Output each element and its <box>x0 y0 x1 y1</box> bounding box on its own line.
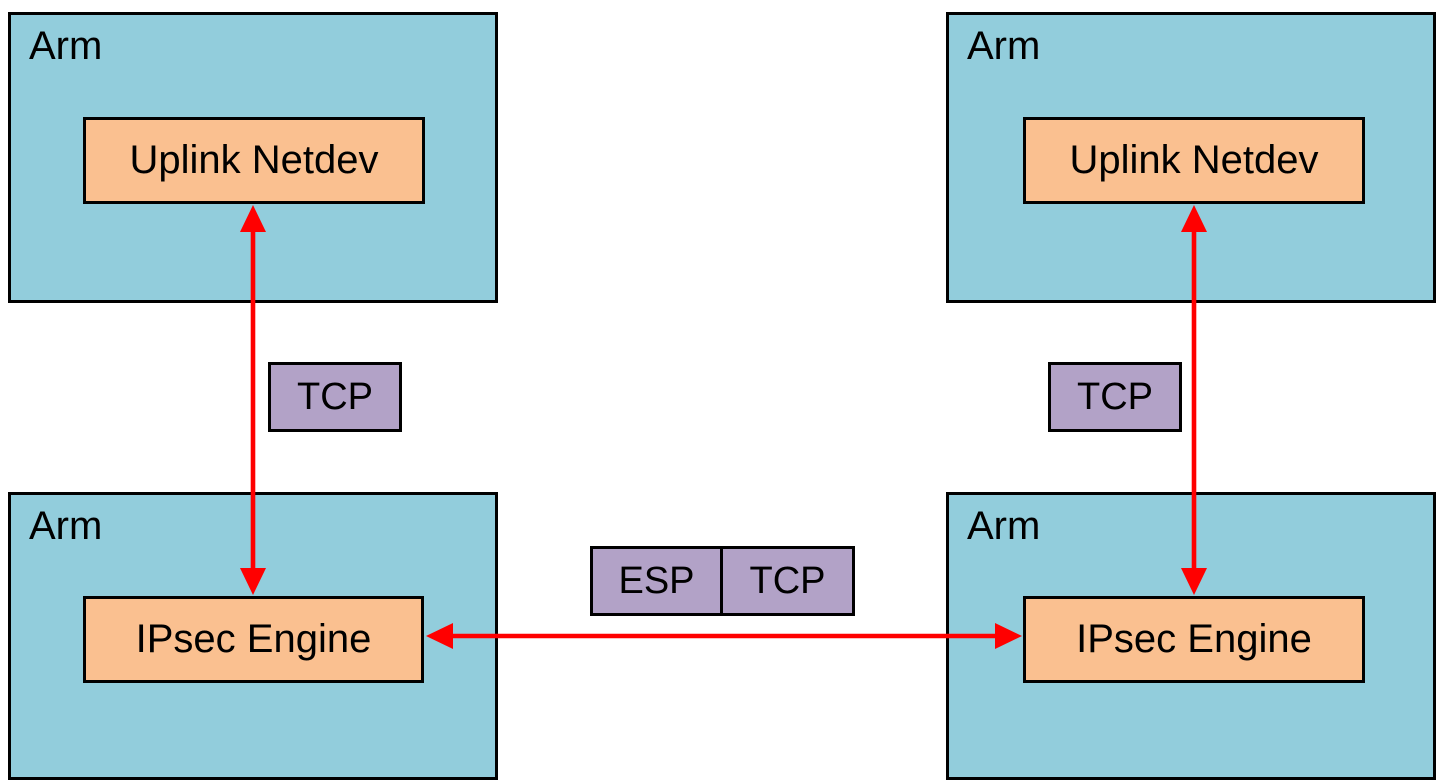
host-box-bottom-left: Arm IPsec Engine <box>8 492 498 780</box>
component-ipsec-engine-right: IPsec Engine <box>1023 596 1365 683</box>
host-box-bottom-right: Arm IPsec Engine <box>946 492 1436 780</box>
protocol-tag-tunnel: ESP TCP <box>590 546 855 616</box>
protocol-tag-tcp-tunnel: TCP <box>720 546 855 616</box>
component-ipsec-engine-left: IPsec Engine <box>83 596 424 683</box>
protocol-tag-tcp-right: TCP <box>1048 362 1182 432</box>
protocol-tag-esp: ESP <box>590 546 723 616</box>
component-uplink-netdev-left: Uplink Netdev <box>83 117 425 204</box>
host-box-top-right: Arm Uplink Netdev <box>946 12 1436 303</box>
host-label: Arm <box>967 504 1041 548</box>
protocol-tag-tcp-left: TCP <box>268 362 402 432</box>
host-box-top-left: Arm Uplink Netdev <box>8 12 498 303</box>
host-label: Arm <box>29 24 103 68</box>
host-label: Arm <box>967 24 1041 68</box>
double-arrow-horizontal-tunnel <box>426 623 1022 649</box>
component-uplink-netdev-right: Uplink Netdev <box>1023 117 1365 204</box>
host-label: Arm <box>29 504 103 548</box>
